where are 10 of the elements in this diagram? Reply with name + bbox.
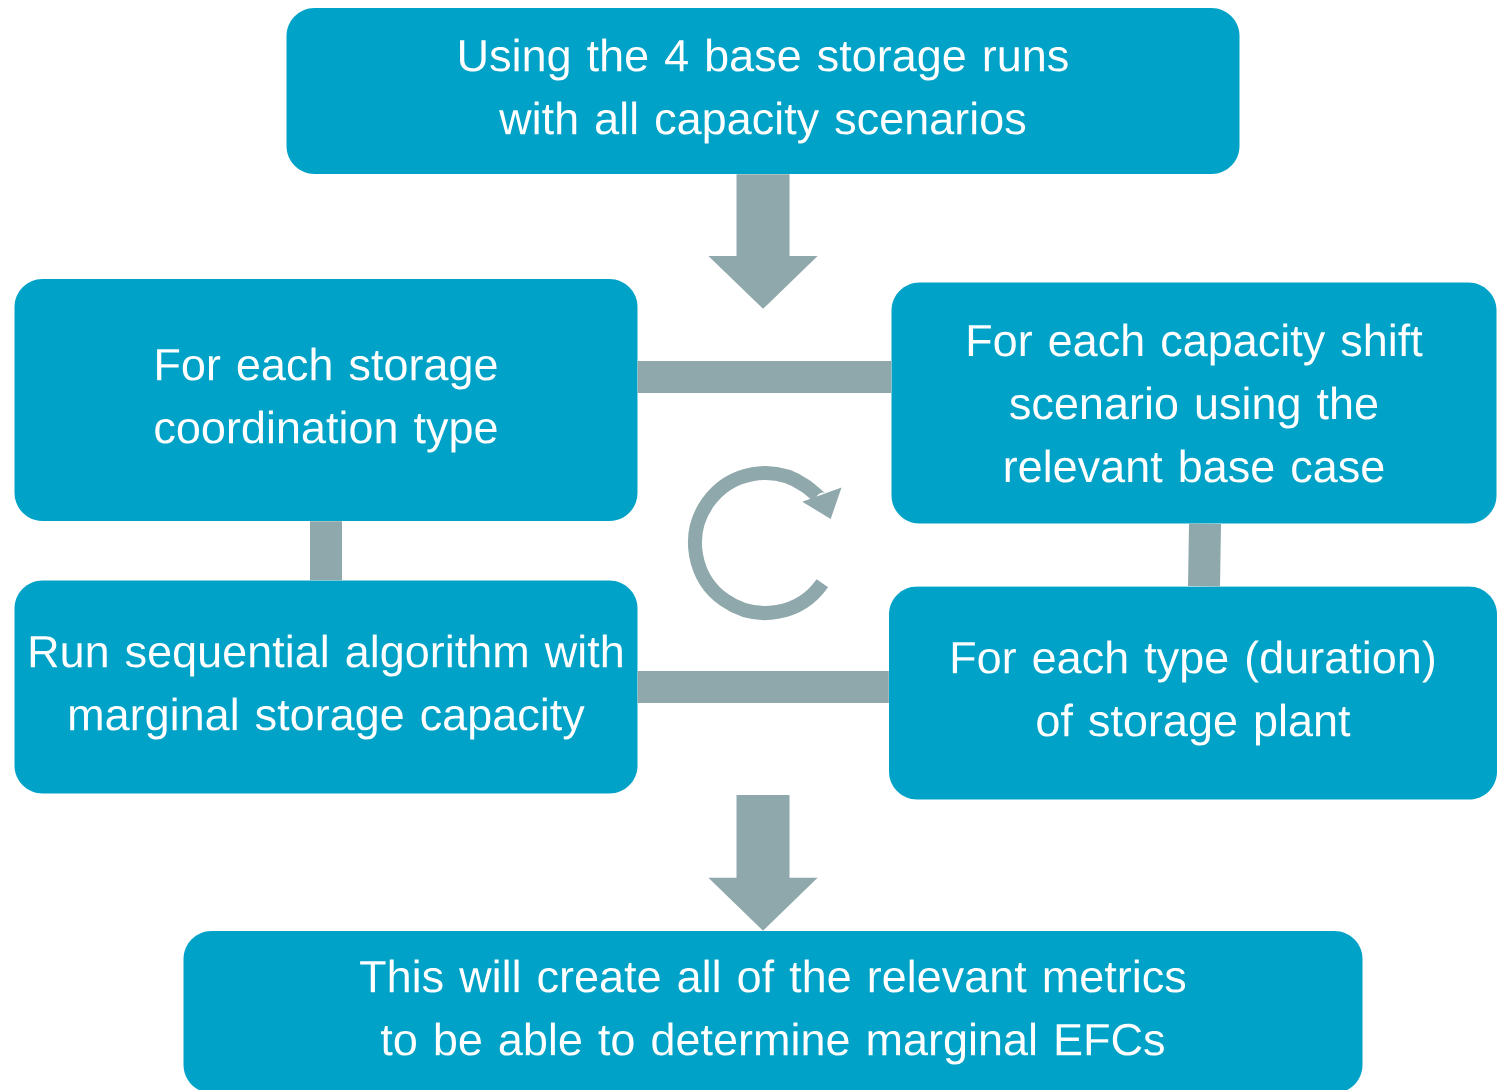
process-box: For each capacity shift scenario using the relevant base case [891, 282, 1497, 524]
process-box: This will create all of the relevant metrics to be able to determine marginal EFCs [183, 931, 1363, 1090]
process-box: For each storage coordination type [14, 279, 638, 521]
connector-bar [310, 521, 342, 581]
process-box: Using the 4 base storage runs with all capacity scenarios [286, 8, 1240, 174]
connector-bar [637, 361, 892, 393]
process-box: For each type (duration) of storage plant [889, 586, 1497, 800]
connector-bar [1188, 523, 1221, 587]
process-box: Run sequential algorithm with marginal storage capacity [14, 580, 638, 794]
connector-bar [637, 671, 889, 703]
